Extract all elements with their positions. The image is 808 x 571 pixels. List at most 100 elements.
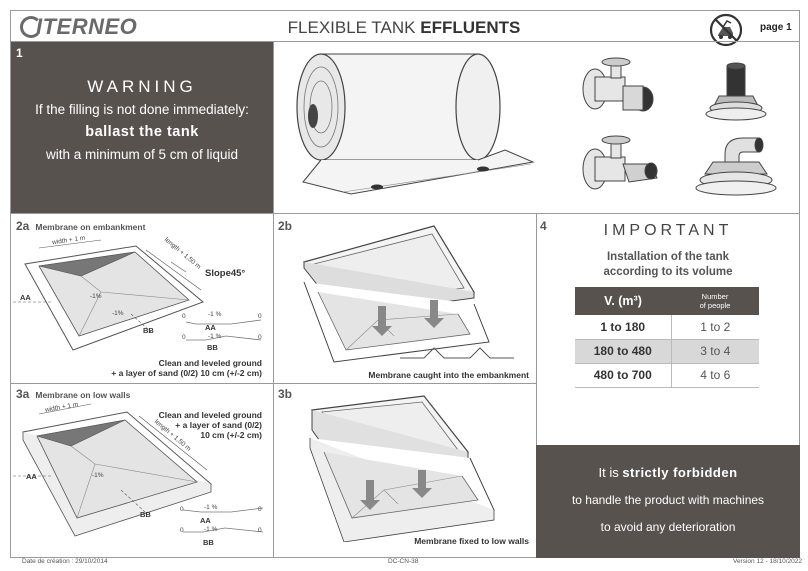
table-row: 480 to 700 4 to 6 — [575, 363, 759, 388]
warning-panel: 1 WARNING If the filling is not done imm… — [11, 42, 273, 213]
panel-3b-caption: Membrane fixed to low walls — [414, 536, 529, 546]
low-walls-install-diagram — [309, 395, 495, 542]
elbow-fitting-bottom-right — [695, 137, 777, 196]
volume-cell: 480 to 700 — [575, 363, 671, 388]
important-title: IMPORTANT — [603, 222, 733, 239]
panel-number: 4 — [540, 219, 547, 233]
forbidden-pre: It is — [598, 465, 623, 480]
footer-created-date: Date de création : 29/10/2014 — [22, 558, 108, 565]
title-regular: FLEXIBLE TANK — [287, 18, 421, 37]
profile-zero-label: 0 — [180, 527, 184, 534]
table-row: 180 to 480 3 to 4 — [575, 339, 759, 364]
warning-title: WARNING — [87, 77, 197, 96]
profile-aa-label: AA — [200, 516, 211, 525]
col-header-volume: V. (m³) — [575, 287, 671, 315]
profile-slope-label: -1 % — [208, 311, 222, 318]
profile-zero-label: 0 — [258, 527, 262, 534]
profile-zero-label: 0 — [182, 313, 186, 320]
volume-cell: 180 to 480 — [575, 339, 671, 364]
section-aa-label: AA — [26, 472, 37, 481]
page-frame — [10, 10, 800, 558]
warning-line-2: ballast the tank — [85, 124, 199, 140]
warning-line-3: with a minimum of 5 cm of liquid — [45, 147, 239, 162]
grid-row-divider — [10, 213, 800, 214]
no-machines-icon — [709, 13, 743, 47]
panel-2a-caption: Clean and leveled ground+ a layer of san… — [111, 358, 262, 378]
header-line: of people — [699, 301, 731, 310]
panel-2a-label: 2a Membrane on embankment — [16, 219, 145, 233]
forbidden-bold: strictly forbidden — [622, 465, 738, 480]
table-row: 1 to 180 1 to 2 — [575, 315, 759, 340]
caption-line: 10 cm (+/-2 cm) — [200, 430, 262, 440]
panel-title: Membrane on embankment — [35, 222, 146, 232]
logo-c-mark — [20, 16, 42, 38]
tank-roll-and-fittings-illustration — [296, 53, 777, 196]
logo: ITERNEO — [20, 14, 137, 40]
page-number: page 1 — [760, 22, 792, 33]
profile-zero-label: 0 — [258, 313, 262, 320]
profile-slope-label: -1 % — [204, 504, 218, 511]
profile-aa-label: AA — [205, 323, 216, 332]
forbidden-line-1: It is strictly forbidden — [536, 465, 800, 480]
profile-bb-label: BB — [203, 538, 214, 547]
panel-title: Membrane on low walls — [35, 390, 131, 400]
footer-reference: DC-CN-38 — [388, 558, 419, 565]
section-bb-label: BB — [140, 510, 151, 519]
vent-fitting-top-right — [705, 62, 767, 121]
grid-col-divider — [536, 213, 537, 558]
panel-2b-label: 2b — [278, 219, 292, 233]
slope-percent-label: -1% — [90, 293, 102, 300]
caption-line: Clean and leveled ground — [158, 358, 262, 368]
header-divider — [10, 41, 800, 42]
low-walls-diagram — [13, 403, 264, 537]
panel-number: 3b — [278, 387, 293, 401]
panel-3a-caption: Clean and leveled ground+ a layer of san… — [159, 410, 262, 440]
forbidden-line-3: to avoid any deterioration — [600, 520, 736, 534]
forbidden-line-2: to handle the product with machines — [571, 493, 765, 507]
profile-zero-label: 0 — [258, 506, 262, 513]
valve-fitting-top-left — [582, 57, 654, 112]
panel-3b-label: 3b — [278, 387, 292, 401]
profile-slope-label: -1 % — [208, 333, 222, 340]
caption-line: Clean and leveled ground — [158, 410, 262, 420]
panel-number: 2a — [16, 219, 30, 233]
subtitle-line: according to its volume — [603, 266, 733, 278]
title-bold: EFFLUENTS — [420, 18, 521, 37]
important-subtitle: Installation of the tank according to its… — [536, 250, 800, 280]
section-bb-label: BB — [143, 326, 154, 335]
grid-col-divider — [273, 42, 274, 558]
caption-line: + a layer of sand (0/2) — [175, 420, 262, 430]
header-line: Number — [701, 292, 729, 301]
people-cell: 3 to 4 — [670, 339, 759, 364]
membrane-roll-drawing — [296, 53, 535, 195]
panel-3a-label: 3a Membrane on low walls — [16, 387, 130, 401]
valve-fitting-bottom-left — [582, 135, 658, 190]
profile-zero-label: 0 — [182, 334, 186, 341]
people-cell: 4 to 6 — [670, 363, 759, 388]
slope-percent-label: -1% — [112, 310, 124, 317]
footer-version: Version 12 - 18/10/2022 — [732, 558, 802, 565]
section-number: 1 — [16, 46, 23, 60]
caption-line: + a layer of sand (0/2) 10 cm (+/-2 cm) — [111, 368, 262, 378]
warning-line-1: If the filling is not done immediately: — [35, 102, 249, 117]
subtitle-line: Installation of the tank — [606, 251, 730, 263]
forbidden-panel: It is strictly forbidden to handle the p… — [536, 445, 800, 558]
embankment-install-diagram — [302, 225, 514, 363]
panel-2b-caption: Membrane caught into the embankment — [368, 370, 529, 380]
slope-label: Slope45° — [205, 268, 246, 279]
slope-percent-label: -1% — [92, 472, 104, 479]
panel-number: 2b — [278, 219, 293, 233]
profile-slope-label: -1 % — [204, 526, 218, 533]
panel-number: 3a — [16, 387, 30, 401]
profile-bb-label: BB — [207, 343, 218, 352]
people-cell: 1 to 2 — [670, 315, 759, 340]
embankment-diagram — [13, 239, 262, 351]
volume-cell: 1 to 180 — [575, 315, 671, 340]
logo-text: ITERNEO — [36, 14, 138, 39]
panel-4-label: 4 — [540, 219, 547, 233]
section-aa-label: AA — [20, 293, 31, 302]
document-title: FLEXIBLE TANK EFFLUENTS — [0, 18, 808, 38]
